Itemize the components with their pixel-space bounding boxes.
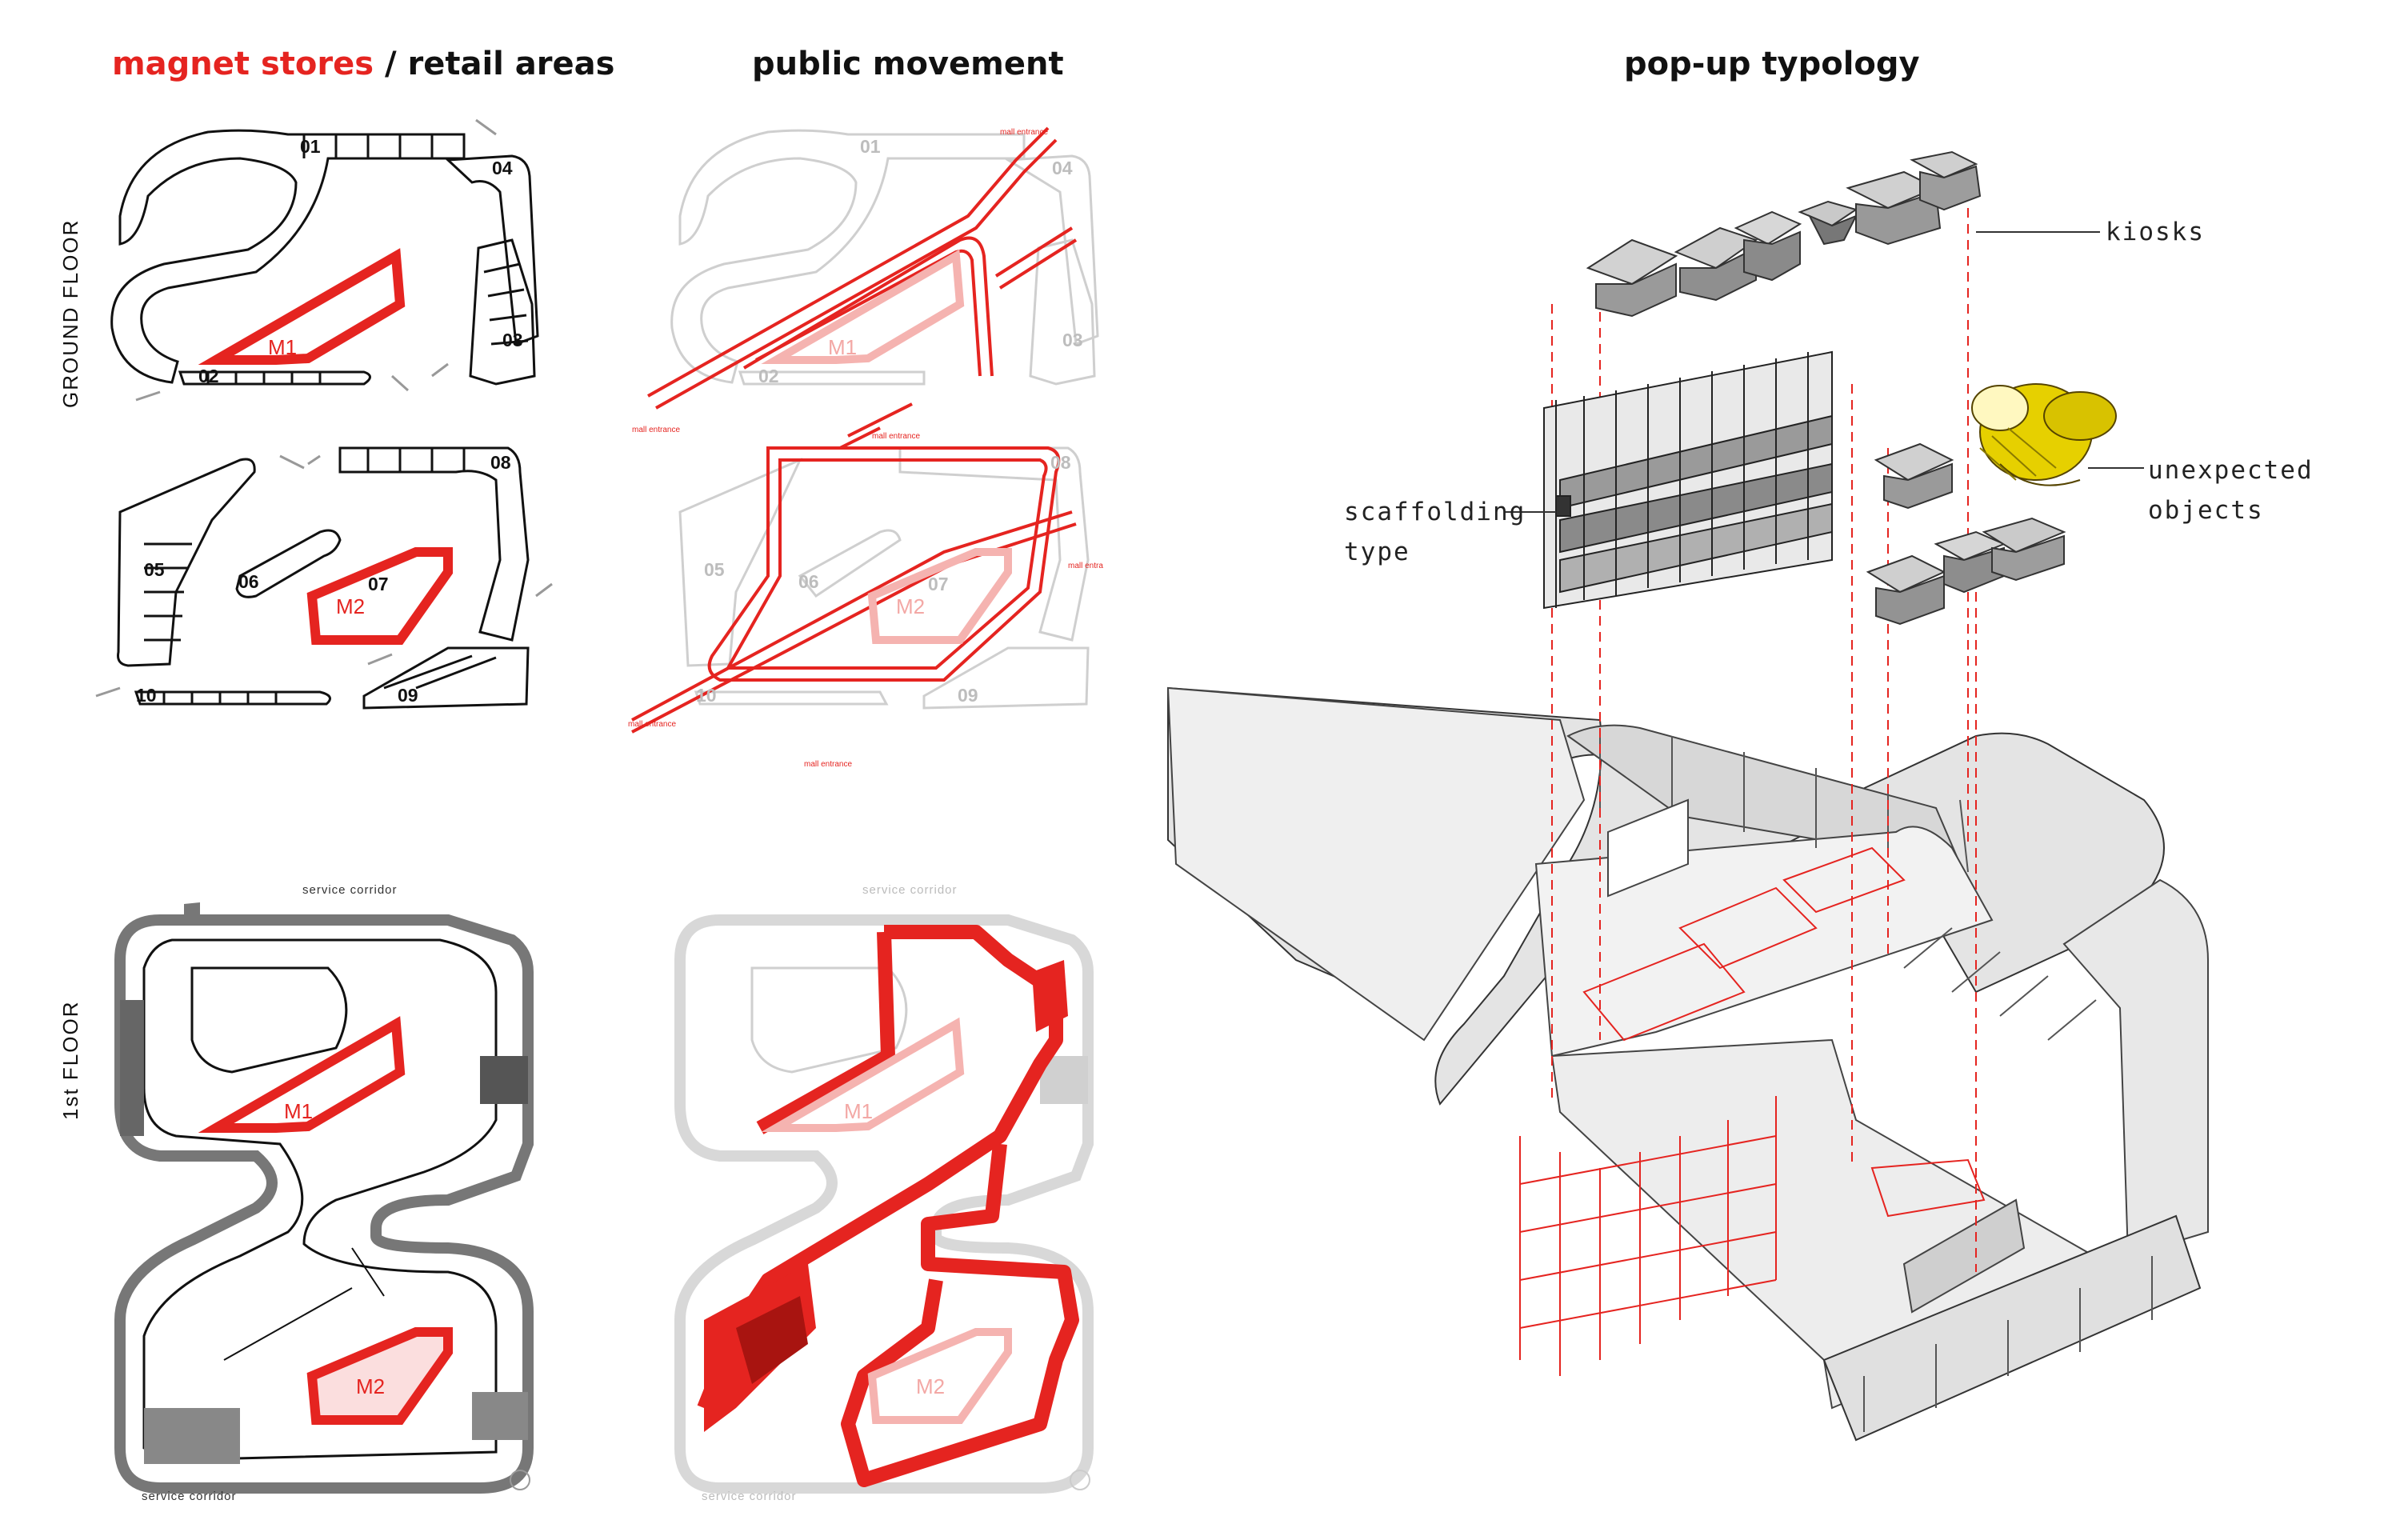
magnet-store-m2-first-ghost (867, 1328, 1012, 1424)
scaffolding-label-2: type (1344, 538, 1410, 566)
service-corridor-label-top-ghost: service corridor (862, 883, 958, 897)
first-floor-movement-plan (674, 914, 1094, 1494)
magnet-store-m1-movement (761, 249, 965, 364)
title-magnet-stores: magnet stores / retail areas (112, 46, 614, 82)
unit-10-ghost: 10 (696, 685, 717, 706)
scaffolding-group (1543, 350, 1833, 610)
ground-floor-retail-plan (110, 118, 539, 402)
mall-entra-label: mall entra (1068, 562, 1103, 570)
unit-m1-label: M1 (268, 335, 297, 359)
unit-02-ghost: 02 (758, 366, 779, 386)
unit-m2-label: M2 (336, 594, 365, 618)
unit-m1-first: M1 (284, 1099, 313, 1123)
unit-05-label: 05 (144, 559, 165, 580)
ground-floor-retail-plan-lower (95, 446, 553, 710)
unit-06-ghost: 06 (798, 571, 819, 592)
movement-red-block-2 (736, 1296, 808, 1384)
service-corridor-label-bottom-ghost: service corridor (702, 1490, 797, 1503)
mall-entrance-label-2: mall entrance (632, 426, 680, 434)
mall-entrance-label-4: mall entrance (628, 720, 676, 729)
unit-03-ghost: 03 (1062, 330, 1083, 350)
rubber-duck-object (1971, 383, 2117, 486)
public-movement-routes-ground (631, 126, 1078, 734)
ground-floor-label: GROUND FLOOR (58, 219, 82, 408)
unit-m2-first-ghost: M2 (916, 1374, 945, 1398)
scaffolding-label-1: scaffolding (1344, 498, 1526, 526)
axonometric-mall-model (1166, 686, 2209, 1442)
unit-06-label: 06 (238, 571, 259, 592)
unit-02-label: 02 (198, 366, 219, 386)
magnet-store-m2-movement (867, 548, 1012, 644)
unit-09-label: 09 (398, 685, 418, 706)
magnet-store-m1-first (198, 1016, 406, 1133)
mall-entrance-label-5: mall entrance (804, 760, 852, 769)
unit-08-label: 08 (490, 452, 511, 473)
unit-04-ghost: 04 (1052, 158, 1073, 178)
unit-09-ghost: 09 (958, 685, 978, 706)
unit-04-label: 04 (492, 158, 513, 178)
magnet-store-m1-ground (198, 248, 406, 365)
magnet-store-m2-first (306, 1327, 453, 1425)
first-floor-movement-routes (697, 925, 1079, 1487)
magnet-store-m1-first-ghost (761, 1017, 965, 1132)
unit-m2-ghost: M2 (896, 594, 925, 618)
unit-03-label: 03 (502, 330, 523, 350)
service-corridor-label-top: service corridor (302, 883, 398, 897)
unexpected-label-1: unexpected (2148, 456, 2314, 485)
movement-red-block-3 (1032, 960, 1068, 1032)
unit-07-label: 07 (368, 574, 389, 594)
unit-01-label: 01 (300, 136, 321, 157)
unit-10-label: 10 (136, 685, 157, 706)
title-public-movement: public movement (752, 46, 1064, 82)
mall-entrance-label-3: mall entrance (872, 432, 920, 441)
first-floor-retail-plan (114, 902, 534, 1494)
first-floor-label: 1st FLOOR (58, 1001, 82, 1120)
service-corridor-label-bottom: service corridor (142, 1490, 237, 1503)
small-kiosks-group (1866, 442, 2066, 626)
unit-05-ghost: 05 (704, 559, 725, 580)
unit-m1-ghost: M1 (828, 335, 857, 359)
unit-m1-first-ghost: M1 (844, 1099, 873, 1123)
title-popup-typology: pop-up typology (1624, 46, 1920, 82)
kiosks-label: kiosks (2106, 218, 2205, 246)
unit-01-ghost: 01 (860, 136, 881, 157)
mall-entrance-label-1: mall entrance (1000, 128, 1048, 137)
magnet-store-m2-ground (306, 547, 453, 645)
kiosks-group (1586, 150, 1982, 318)
unit-m2-first: M2 (356, 1374, 385, 1398)
unit-07-ghost: 07 (928, 574, 949, 594)
unit-08-ghost: 08 (1050, 452, 1071, 473)
popup-red-wireframes (1519, 846, 1986, 1376)
unexpected-label-2: objects (2148, 496, 2264, 525)
